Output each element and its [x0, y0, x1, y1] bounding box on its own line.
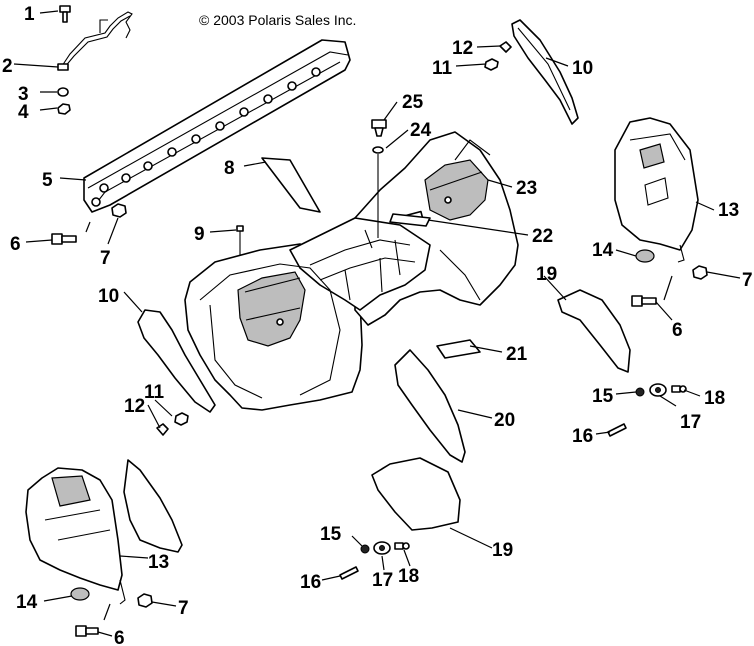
callout-17a: 17: [680, 412, 701, 433]
callout-18b: 18: [398, 566, 419, 587]
part-19-mud-flap-b: [371, 457, 461, 531]
part-18-bushing-b: [394, 542, 410, 550]
part-7-nut-c: [137, 593, 153, 608]
callout-13b: 13: [148, 552, 169, 573]
part-16-screw-a: [607, 423, 627, 437]
part-11-nut-b: [484, 58, 499, 71]
callout-16a: 16: [572, 426, 593, 447]
callout-11a: 11: [144, 382, 165, 403]
callout-18a: 18: [704, 388, 725, 409]
callout-14b: 14: [16, 592, 38, 613]
callout-11b: 11: [432, 58, 453, 79]
part-17-grommet-a: [649, 383, 667, 397]
callout-16b: 16: [300, 572, 321, 593]
part-5-front-bumper-bar: [83, 39, 351, 213]
part-19-panel-flap-b: [123, 459, 183, 553]
callout-4: 4: [18, 102, 29, 123]
callout-17b: 17: [372, 570, 393, 591]
part-19-mud-flap-a: [557, 289, 631, 373]
part-16-screw-b: [339, 566, 359, 580]
part-12-clip-b: [499, 41, 512, 53]
part-15-nut-a: [635, 387, 645, 397]
callout-2: 2: [2, 56, 13, 77]
callout-25: 25: [402, 92, 424, 113]
callout-19a: 19: [536, 264, 557, 285]
callout-12a: 12: [124, 396, 145, 417]
callout-1: 1: [24, 4, 35, 25]
part-21-decal: [436, 339, 481, 359]
part-13-side-panel-a: [614, 117, 699, 263]
part-8-decal: [261, 157, 321, 213]
callout-15b: 15: [320, 524, 342, 545]
callout-9: 9: [194, 224, 205, 245]
callout-21: 21: [506, 344, 528, 365]
callout-13a: 13: [718, 200, 739, 221]
part-14-grommet-b: [70, 587, 90, 601]
part-10-trim-b: [511, 19, 579, 125]
copyright-text: © 2003 Polaris Sales Inc.: [199, 12, 356, 28]
front-cab-fender-assembly: [184, 131, 519, 411]
part-6-bolt-b: [631, 295, 657, 307]
part-6-bolt-a: [51, 233, 77, 245]
callout-15a: 15: [592, 386, 614, 407]
part-24-washer: [372, 146, 384, 154]
callout-6a: 6: [10, 234, 21, 255]
callout-3: 3: [18, 84, 29, 105]
callout-10b: 10: [572, 58, 593, 79]
callout-22: 22: [532, 226, 553, 247]
callout-14a: 14: [592, 240, 614, 261]
part-10-trim-a: [137, 309, 216, 413]
part-6-bolt-c: [75, 625, 99, 637]
part-25-push-pin: [371, 119, 387, 137]
part-11-nut-a: [174, 412, 189, 426]
callout-7b: 7: [742, 270, 753, 291]
part-15-nut-b: [360, 544, 370, 554]
leader-lines: [13, 10, 741, 637]
callout-7a: 7: [100, 248, 111, 269]
callout-labels: 1 2 3 4 5 6 7 8 9 10 11 12 25 24 23 22 1…: [2, 4, 753, 646]
part-4-nut: [57, 103, 71, 115]
part-22-decal: [389, 213, 431, 227]
callout-6b: 6: [672, 320, 683, 341]
callout-5: 5: [42, 170, 53, 191]
callout-8: 8: [224, 158, 235, 179]
callout-6c: 6: [114, 628, 125, 646]
part-13-side-panel-b: [25, 467, 126, 605]
callout-20: 20: [494, 410, 515, 431]
part-17-grommet-b: [373, 541, 391, 555]
part-3-washer: [57, 87, 69, 97]
callout-12b: 12: [452, 38, 473, 59]
callout-19b: 19: [492, 540, 513, 561]
part-18-bushing-a: [671, 385, 687, 393]
part-7-nut-a: [111, 203, 127, 218]
callout-7c: 7: [178, 598, 189, 619]
part-7-nut-b: [692, 265, 708, 280]
part-20-mud-flap: [394, 349, 466, 463]
part-14-grommet-a: [635, 249, 655, 263]
part-1-screw: [59, 5, 71, 23]
callout-10a: 10: [98, 286, 119, 307]
callout-24: 24: [410, 120, 432, 141]
callout-23: 23: [516, 178, 537, 199]
part-2-bracket: [57, 11, 133, 71]
